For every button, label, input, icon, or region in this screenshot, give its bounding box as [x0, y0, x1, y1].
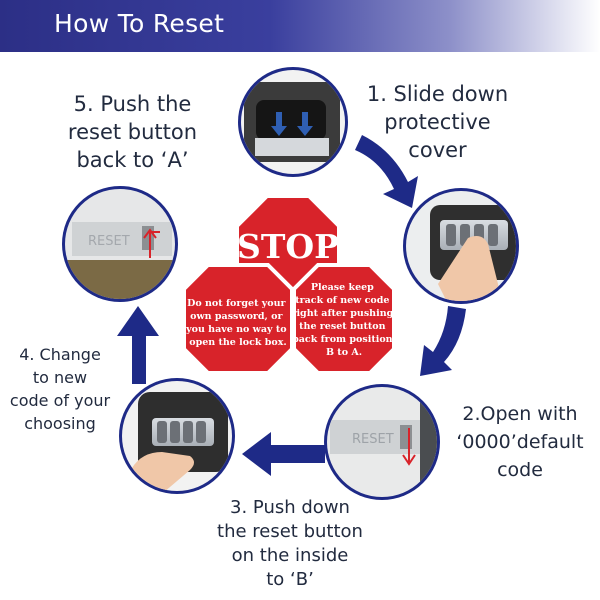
arrow-1-to-2 [355, 135, 418, 208]
caption-line: 5. Push the [73, 92, 192, 116]
right-sign-line: B to A. [326, 347, 362, 358]
caption-line: 1. Slide down [366, 82, 509, 106]
caption-line: back to ‘A’ [76, 148, 189, 172]
cycle-arrows [117, 135, 466, 476]
finger-icon [438, 236, 499, 301]
step-5-caption: 5. Push the reset button back to ‘A’ [40, 90, 225, 174]
photo-step-3: RESET [324, 384, 440, 500]
arrow-4-to-5 [117, 306, 159, 384]
up-arrow-icon [143, 228, 160, 258]
reset-label: RESET [352, 432, 394, 447]
caption-line: 2.Open with [462, 403, 578, 425]
down-arrow-icon [402, 428, 416, 466]
page-title: How To Reset [54, 9, 225, 38]
reset-label: RESET [88, 234, 130, 249]
right-sign-line: Please keep [311, 282, 374, 293]
warning-sign-right: Please keep track of new code right afte… [291, 263, 396, 375]
down-arrow-icon [297, 112, 313, 136]
down-arrow-icon [271, 112, 287, 136]
finger-icon [132, 452, 194, 491]
right-sign-line: track of new code [295, 295, 389, 306]
caption-line: 4. Change [19, 345, 101, 364]
photo-step-1 [238, 67, 348, 177]
caption-line: to new [32, 368, 88, 387]
step-4-caption: 4. Change to new code of your choosing [0, 343, 120, 435]
header-banner: How To Reset [0, 0, 600, 52]
right-sign-line: right after pushing [291, 308, 393, 319]
photo-step-5: RESET [62, 186, 178, 302]
photo-step-2 [403, 188, 519, 304]
caption-line: cover [408, 138, 467, 162]
svg-text:Do not forget your own p: Do not forget your own password, or you … [185, 298, 290, 348]
left-sign-line: you have no way to [185, 324, 286, 335]
caption-line: code of your [9, 391, 111, 410]
caption-line: choosing [24, 414, 96, 433]
left-sign-line: Do not forget your [187, 298, 286, 309]
caption-line: ‘0000’default [456, 431, 584, 453]
warning-sign-left: Do not forget your own password, or you … [182, 263, 294, 375]
right-sign-line: back from position [292, 334, 393, 345]
arrow-3-to-4 [242, 432, 325, 476]
stop-label: STOP [237, 227, 339, 266]
caption-line: on the inside [231, 545, 349, 566]
caption-line: the reset button [217, 521, 363, 542]
step-2-caption: 2.Open with ‘0000’default code [445, 400, 595, 484]
caption-line: code [497, 459, 543, 481]
photo-step-4 [119, 378, 235, 494]
caption-line: to ‘B’ [266, 569, 314, 590]
caption-line: reset button [67, 120, 198, 144]
caption-line: protective [384, 110, 491, 134]
svg-text:Please keep track of new: Please keep track of new code right afte… [291, 282, 396, 358]
step-3-caption: 3. Push down the reset button on the ins… [195, 496, 385, 592]
left-sign-line: open the lock box. [189, 337, 286, 348]
step-1-caption: 1. Slide down protective cover [355, 80, 520, 164]
caption-line: 3. Push down [230, 497, 350, 518]
left-sign-line: own password, or [190, 311, 283, 322]
arrow-2-to-3 [420, 306, 466, 376]
right-sign-line: the reset button [299, 321, 385, 332]
